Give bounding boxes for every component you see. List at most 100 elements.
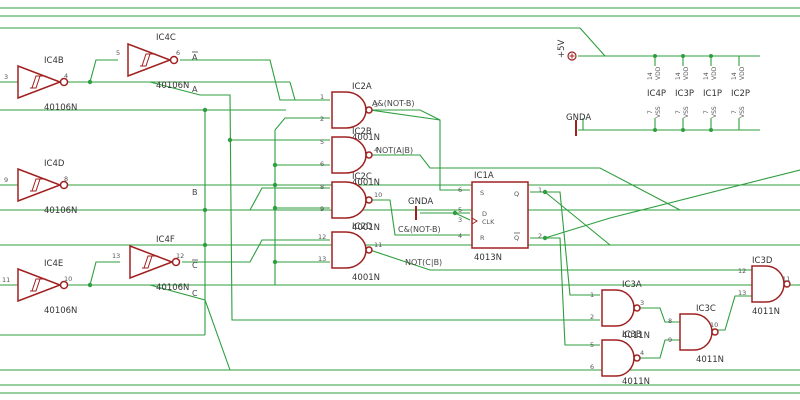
pin-number: 4	[458, 232, 462, 240]
vcc-symbol: +5V	[557, 39, 577, 61]
pin-number: 5	[116, 49, 120, 57]
pin-number: 10	[374, 191, 382, 199]
flipflop-ic1a: IC1A 4013N S D CLK R Q Q 6 5 3 4 1 2	[458, 171, 542, 263]
supply-ic1p: IC1P VDD VSS 14 7	[703, 66, 722, 118]
supply-ic4p: IC4P VDD VSS 14 7	[647, 66, 666, 118]
inverter-ic4c: IC4C 40106N 5 6	[116, 33, 189, 91]
supply-vss: VSS	[739, 106, 746, 118]
supply-vdd: VDD	[711, 66, 718, 80]
pin-number: 8	[320, 183, 324, 191]
gate-type: 4011N	[752, 307, 780, 317]
pin-number: 7	[675, 110, 682, 114]
junction	[272, 205, 278, 211]
pin-number: 14	[703, 72, 710, 80]
ff-pin-q: Q	[514, 190, 519, 198]
clock-icon	[471, 217, 478, 225]
gate-label: IC4B	[44, 56, 64, 66]
pin-number: 1	[538, 186, 542, 194]
pin-number: 11	[374, 241, 382, 249]
schmitt-icon	[30, 178, 46, 192]
net-label-b: B	[192, 188, 198, 197]
supply-name: IC1P	[703, 89, 722, 99]
gate-type: 40106N	[156, 81, 189, 91]
pin-number: 4	[374, 146, 378, 154]
ff-pin-r: R	[480, 234, 485, 242]
gnd-symbol: GNDA	[566, 113, 591, 136]
junction	[272, 182, 278, 188]
nand-wiring	[640, 269, 800, 359]
ff-pin-clk: CLK	[482, 218, 495, 226]
junction	[227, 137, 233, 143]
supply-vss: VSS	[655, 106, 662, 118]
gnd-label: GNDA	[408, 197, 433, 207]
pin-number: 5	[458, 206, 462, 214]
gate-type: 4011N	[622, 377, 650, 387]
pin-number: 7	[647, 110, 654, 114]
pin-number: 4	[640, 349, 644, 357]
gate-type: 4011N	[696, 355, 724, 365]
supply-vss: VSS	[711, 106, 718, 118]
gnd-symbol-ff: GNDA	[408, 197, 433, 220]
pin-number: 5	[320, 138, 324, 146]
supply-vdd: VDD	[683, 66, 690, 80]
nand-gate-ic3b: IC3B 4011N 5 6 4	[590, 330, 650, 387]
net-label-a-bar: A	[192, 53, 198, 62]
net-label-c: C	[192, 289, 198, 298]
power-wiring	[578, 27, 760, 131]
nand-gate-ic3d: IC3D 4011N 12 13 11	[738, 256, 791, 317]
gate-label: IC3A	[622, 280, 642, 290]
supply-ic2p: IC2P VDD VSS 14 7	[731, 66, 750, 118]
pin-number: 2	[538, 232, 542, 240]
nor-gate-ic2b: IC2B 4001N 5 6 4	[320, 127, 380, 188]
power-symbols: +5V GNDA GNDA	[408, 39, 591, 220]
pin-number: 2	[590, 313, 594, 321]
pin-number: 2	[320, 115, 324, 123]
junction	[272, 162, 278, 168]
gate-label: IC2D	[352, 222, 373, 232]
nand-gate-ic3a: IC3A 4011N 1 2 3	[590, 280, 650, 341]
ff-type: 4013N	[474, 253, 502, 263]
pin-number: 7	[703, 110, 710, 114]
net-label-a: A	[192, 85, 198, 94]
gate-label: IC4F	[156, 235, 175, 245]
ff-label: IC1A	[474, 171, 494, 181]
nor-gate-ic2c: IC2C 4001N 8 9 10	[320, 172, 382, 233]
pin-number: 14	[731, 72, 738, 80]
supply-ic3p: IC3P VDD VSS 14 7	[675, 66, 694, 118]
pin-number: 10	[64, 275, 72, 283]
gate-type: 40106N	[156, 283, 189, 293]
ff-pin-qn: Q	[514, 234, 519, 242]
pin-number: 4	[64, 72, 68, 80]
net-label-not-c-b: NOT(C|B)	[405, 258, 442, 267]
junction	[202, 107, 208, 113]
pin-number: 9	[320, 205, 324, 213]
pin-number: 13	[738, 289, 746, 297]
ff-pin-d: D	[482, 210, 487, 218]
pin-number: 9	[4, 176, 8, 184]
gate-type: 4001N	[352, 133, 380, 143]
pin-number: 3	[458, 216, 462, 224]
gate-type: 4001N	[352, 178, 380, 188]
inverter-ic4b: IC4B 40106N 3 4	[4, 56, 77, 113]
gate-type: 40106N	[44, 206, 77, 216]
pin-number: 10	[710, 321, 718, 329]
supply-name: IC3P	[675, 89, 694, 99]
pin-number: 5	[590, 341, 594, 349]
junction	[542, 189, 548, 195]
inverter-ic4f: IC4F 40106N 13 12	[112, 235, 189, 293]
gate-label: IC3B	[622, 330, 642, 340]
gate-label: IC3D	[752, 256, 773, 266]
net-labels: A A B C C A&(NOT-B) NOT(A|B) C&(NOT-B) N…	[192, 51, 442, 298]
pin-number: 6	[176, 49, 180, 57]
junction	[709, 54, 713, 58]
pin-number: 6	[320, 160, 324, 168]
junction	[653, 54, 657, 58]
junction	[709, 128, 713, 132]
junction	[272, 259, 278, 265]
pin-number: 9	[668, 336, 672, 344]
pin-number: 3	[4, 73, 8, 81]
nor-gate-ic2a: IC2A 4001N 1 2 3	[320, 82, 380, 143]
pin-number: 7	[731, 110, 738, 114]
pin-number: 1	[590, 291, 594, 299]
